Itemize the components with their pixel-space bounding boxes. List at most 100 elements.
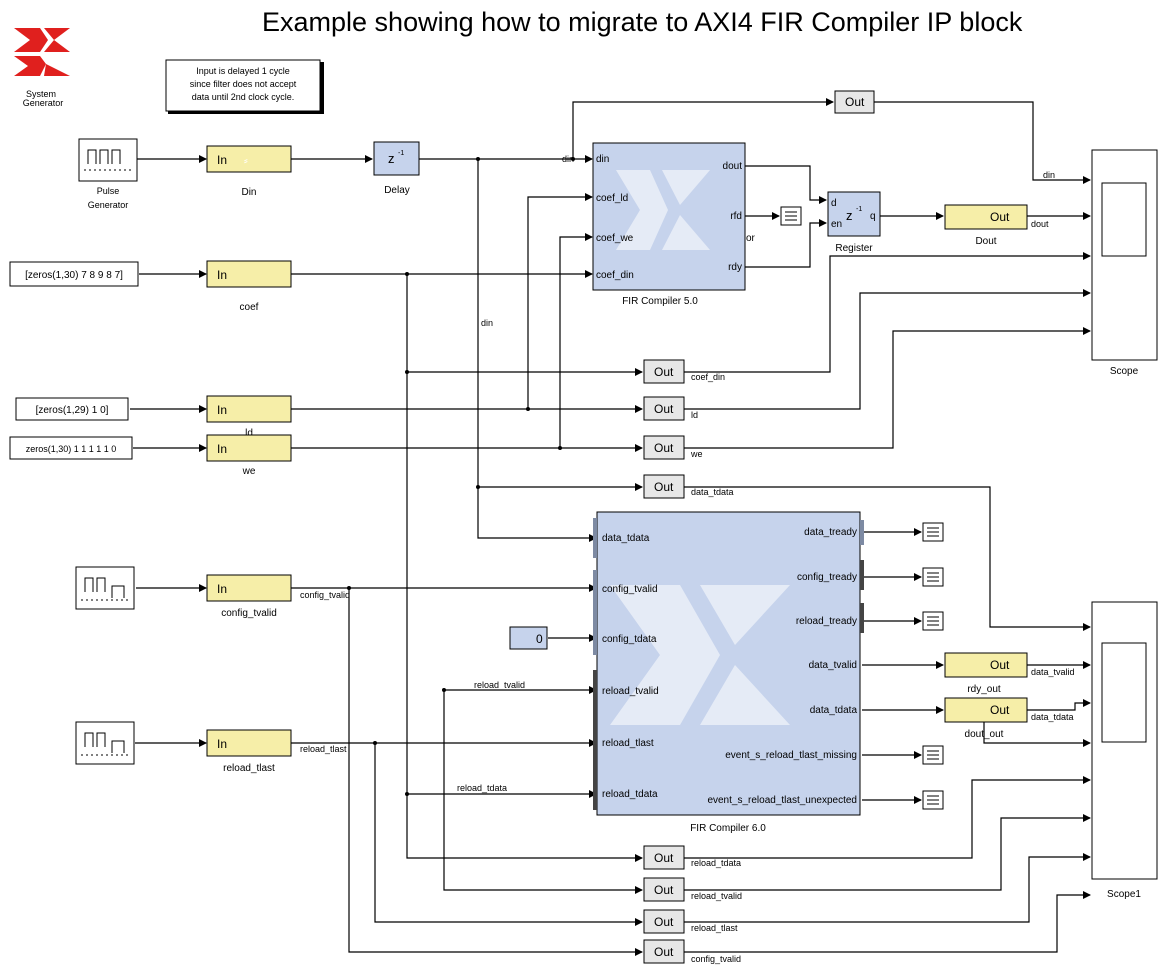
gateway-in-config-tvalid[interactable]: In config_tvalid xyxy=(206,574,292,619)
delay-block[interactable]: z -1 Delay xyxy=(373,141,420,196)
gateway-in-coef[interactable]: In coef xyxy=(206,260,292,313)
terminator-tlast-unexpected[interactable] xyxy=(922,790,944,810)
terminator-reload-tready[interactable] xyxy=(922,611,944,631)
delay-symbol: z xyxy=(388,151,395,166)
logo-label-generator: Generator xyxy=(23,98,64,108)
fir-compiler-5-block[interactable]: din coef_ld coef_we coef_din dout rfd rd… xyxy=(592,142,756,307)
note-line3: data until 2nd clock cycle. xyxy=(192,92,295,102)
gateway-in-text: In xyxy=(217,442,227,456)
gateway-in-we[interactable]: In we xyxy=(206,434,292,477)
gateway-out-dout[interactable]: Out Dout xyxy=(944,204,1028,247)
fir6-port-data-tready: data_tready xyxy=(804,527,857,538)
constant-coef[interactable]: [zeros(1,30) 7 8 9 8 7] xyxy=(9,261,139,287)
constant-we-value: zeros(1,30) 1 1 1 1 1 0 xyxy=(26,444,117,454)
fir6-port-data-tdata-out: data_tdata xyxy=(810,705,858,716)
gateway-out-reload-tvalid[interactable]: Out xyxy=(643,877,685,902)
scope-block[interactable]: Scope xyxy=(1091,149,1158,377)
note-line2: since filter does not accept xyxy=(190,79,297,89)
note-line1: Input is delayed 1 cycle xyxy=(196,66,290,76)
terminator-rfd[interactable] xyxy=(780,206,802,226)
gateway-out-rdy-out[interactable]: Out rdy_out xyxy=(944,652,1028,695)
signal-label-din-fir5: din xyxy=(562,154,574,164)
gateway-in-ld-label: ld xyxy=(245,428,253,439)
gateway-out-text: Out xyxy=(990,658,1010,672)
register-block[interactable]: d en z -1 q Register xyxy=(827,191,881,254)
pulse-generator-reload-tlast[interactable] xyxy=(75,721,135,765)
fir-compiler-6-block[interactable]: data_tdata config_tvalid config_tdata re… xyxy=(593,511,864,834)
signal-wires xyxy=(130,98,1091,956)
gateway-out-ld[interactable]: Out xyxy=(643,396,685,421)
signal-label-coef-din: coef_din xyxy=(691,372,725,382)
svg-text:⸗: ⸗ xyxy=(244,155,248,167)
signal-label-reload-tlast: reload_tlast xyxy=(300,744,347,754)
constant-zero-block[interactable]: 0 xyxy=(509,626,548,650)
signal-label-reload-tvalid: reload_tvalid xyxy=(474,680,525,690)
fir6-port-reload-tdata: reload_tdata xyxy=(602,789,658,800)
gateway-out-dout-out[interactable]: Out dout_out xyxy=(944,697,1028,740)
pulse-generator-config-tvalid[interactable] xyxy=(75,566,135,610)
gateway-in-reload-tlast-label: reload_tlast xyxy=(223,763,275,774)
register-port-en: en xyxy=(831,219,842,230)
gateway-out-din[interactable]: Out xyxy=(834,90,875,114)
fir5-port-fragment: or xyxy=(746,233,756,244)
gateway-in-config-tvalid-label: config_tvalid xyxy=(221,608,277,619)
gateway-out-reload-tdata[interactable]: Out xyxy=(643,845,685,870)
fir5-port-rfd: rfd xyxy=(730,211,742,222)
gateway-in-text: In xyxy=(217,268,227,282)
register-symbol: z xyxy=(846,208,853,223)
gateway-out-text: Out xyxy=(990,703,1010,717)
xilinx-watermark-icon xyxy=(610,585,790,725)
delay-exp: -1 xyxy=(398,150,404,157)
register-exp: -1 xyxy=(856,206,862,213)
signal-label-data-tdata: data_tdata xyxy=(691,487,734,497)
fir6-port-reload-tlast: reload_tlast xyxy=(602,738,654,749)
gateway-out-coef-din[interactable]: Out xyxy=(643,359,685,384)
signal-label-reload-tdata: reload_tdata xyxy=(457,783,507,793)
terminator-config-tready[interactable] xyxy=(922,567,944,587)
fir6-port-config-tvalid: config_tvalid xyxy=(602,584,658,595)
fir6-port-reload-tvalid: reload_tvalid xyxy=(602,686,659,697)
scope1-label: Scope1 xyxy=(1107,889,1141,900)
fir6-port-tlast-missing: event_s_reload_tlast_missing xyxy=(725,750,857,761)
signal-label-reload-tvalid-out: reload_tvalid xyxy=(691,891,742,901)
signal-label-data-tvalid: data_tvalid xyxy=(1031,667,1075,677)
gateway-in-text: In xyxy=(217,153,227,167)
gateway-out-dout-label: Dout xyxy=(975,236,996,247)
scope-label: Scope xyxy=(1110,366,1139,377)
constant-we[interactable]: zeros(1,30) 1 1 1 1 1 0 xyxy=(9,436,133,460)
gateway-out-text: Out xyxy=(654,480,674,494)
pulse-generator-block[interactable]: Pulse Generator xyxy=(78,138,138,210)
gateway-in-text: In xyxy=(217,582,227,596)
annotation-note[interactable]: Input is delayed 1 cycle since filter do… xyxy=(165,59,324,114)
fir6-port-reload-tready: reload_tready xyxy=(796,616,857,627)
register-port-q: q xyxy=(870,211,876,222)
gateway-out-config-tvalid[interactable]: Out xyxy=(643,939,685,964)
fir6-port-tlast-unexpected: event_s_reload_tlast_unexpected xyxy=(707,795,857,806)
constant-ld[interactable]: [zeros(1,29) 1 0] xyxy=(15,397,129,421)
terminator-tlast-missing[interactable] xyxy=(922,745,944,765)
gateway-out-reload-tlast[interactable]: Out xyxy=(643,909,685,934)
gateway-in-ld[interactable]: In ld xyxy=(206,395,292,439)
signal-labels: din din din dout coef_din ld we data_tda… xyxy=(300,154,1075,964)
register-label: Register xyxy=(835,243,873,254)
signal-label-din-scope: din xyxy=(1043,170,1055,180)
gateway-in-text: In xyxy=(217,737,227,751)
gateway-out-text: Out xyxy=(654,945,674,959)
fir5-label: FIR Compiler 5.0 xyxy=(622,296,698,307)
constant-coef-value: [zeros(1,30) 7 8 9 8 7] xyxy=(25,270,123,281)
gateway-in-reload-tlast[interactable]: In reload_tlast xyxy=(206,729,292,774)
pulse-label-1: Pulse xyxy=(97,186,120,196)
terminator-data-tready[interactable] xyxy=(922,522,944,542)
gateway-out-data-tdata[interactable]: Out xyxy=(643,474,685,499)
signal-label-dout: dout xyxy=(1031,219,1049,229)
fir6-port-config-tready: config_tready xyxy=(797,572,857,583)
gateway-out-we[interactable]: Out xyxy=(643,435,685,460)
gateway-out-text: Out xyxy=(654,402,674,416)
fir5-port-din: din xyxy=(596,154,609,165)
signal-label-data-tdata-out: data_tdata xyxy=(1031,712,1074,722)
signal-label-reload-tlast-out: reload_tlast xyxy=(691,923,738,933)
signal-label-reload-tdata-out: reload_tdata xyxy=(691,858,741,868)
fir6-port-data-tdata: data_tdata xyxy=(602,533,650,544)
gateway-in-din[interactable]: In Din xyxy=(206,145,292,198)
scope1-block[interactable]: Scope1 xyxy=(1091,601,1158,900)
